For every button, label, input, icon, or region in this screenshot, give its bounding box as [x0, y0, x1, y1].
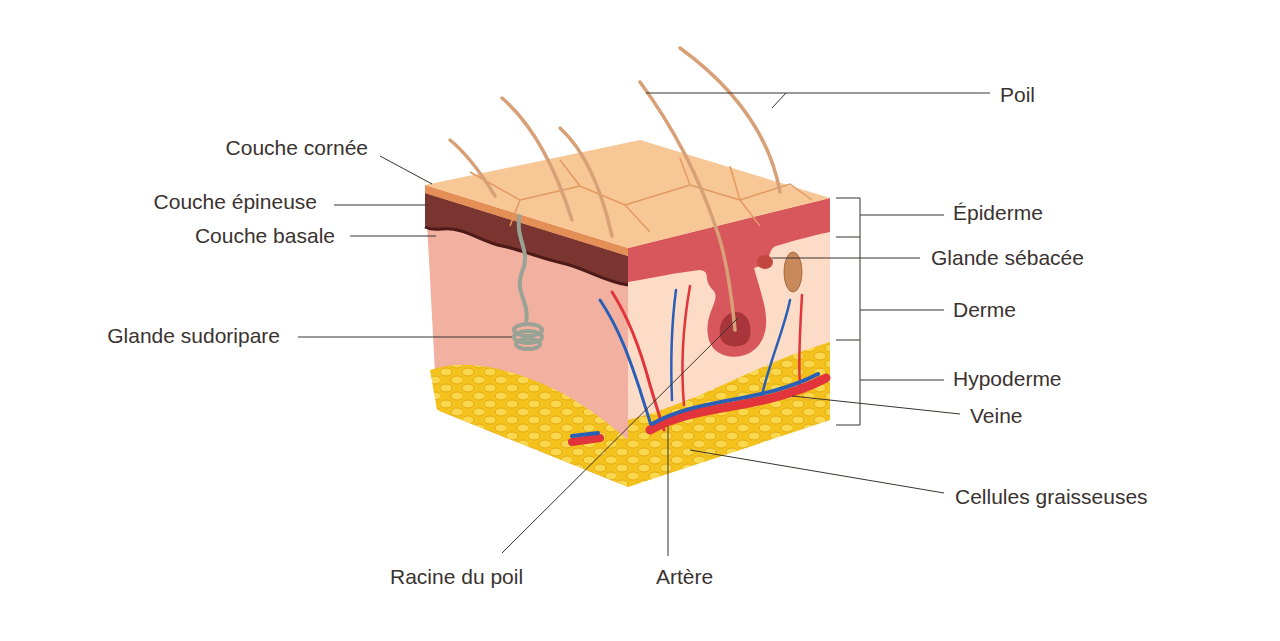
leader-line: [772, 258, 920, 259]
part-label: Derme: [953, 297, 1016, 323]
part-label: Artère: [656, 564, 713, 590]
part-label: Couche cornée: [226, 135, 368, 161]
right-face: [628, 198, 830, 487]
part-label: Cellules graisseuses: [955, 484, 1148, 510]
sebaceous-gland: [757, 255, 773, 269]
part-label: Couche basale: [195, 223, 335, 249]
part-label: Glande sébacée: [931, 245, 1084, 271]
hair: [680, 48, 780, 192]
artery: [612, 292, 664, 430]
artery: [799, 295, 802, 385]
leader-line: [334, 205, 428, 206]
part-label: Racine du poil: [390, 564, 523, 590]
part-label: Couche épineuse: [154, 189, 317, 215]
leader-line: [298, 337, 512, 338]
leader-line: [502, 318, 738, 553]
leader-line: [690, 450, 944, 493]
sweat-gland: [514, 213, 542, 349]
vein: [652, 374, 818, 424]
sweat-duct: [519, 213, 527, 322]
hair: [450, 140, 495, 196]
hairs: [450, 48, 780, 330]
dermis-right: [628, 198, 830, 487]
artery: [650, 378, 826, 430]
blood-vessels: [572, 286, 826, 442]
leader-line: [860, 215, 944, 380]
hair: [640, 82, 735, 330]
part-label: Poil: [1000, 82, 1035, 108]
hair: [560, 128, 612, 236]
surface-cells: [470, 158, 812, 232]
sweat-coil: [516, 339, 540, 349]
leader-line: [350, 236, 436, 237]
leader-line: [792, 396, 960, 414]
part-label: Épiderme: [953, 200, 1043, 226]
hair: [502, 98, 572, 220]
leader-lines: [298, 93, 990, 556]
leader-line: [380, 156, 432, 184]
leader-line: [646, 93, 990, 108]
part-label: Veine: [970, 403, 1023, 429]
part-label: Glande sudoripare: [107, 323, 280, 349]
vein: [572, 433, 598, 436]
part-label: Hypoderme: [953, 366, 1062, 392]
layer-bracket: [836, 198, 860, 425]
leader-line: [668, 426, 669, 556]
hypodermis-left: [430, 365, 628, 487]
artery: [682, 286, 690, 405]
vein: [762, 300, 790, 395]
artery: [572, 438, 600, 442]
